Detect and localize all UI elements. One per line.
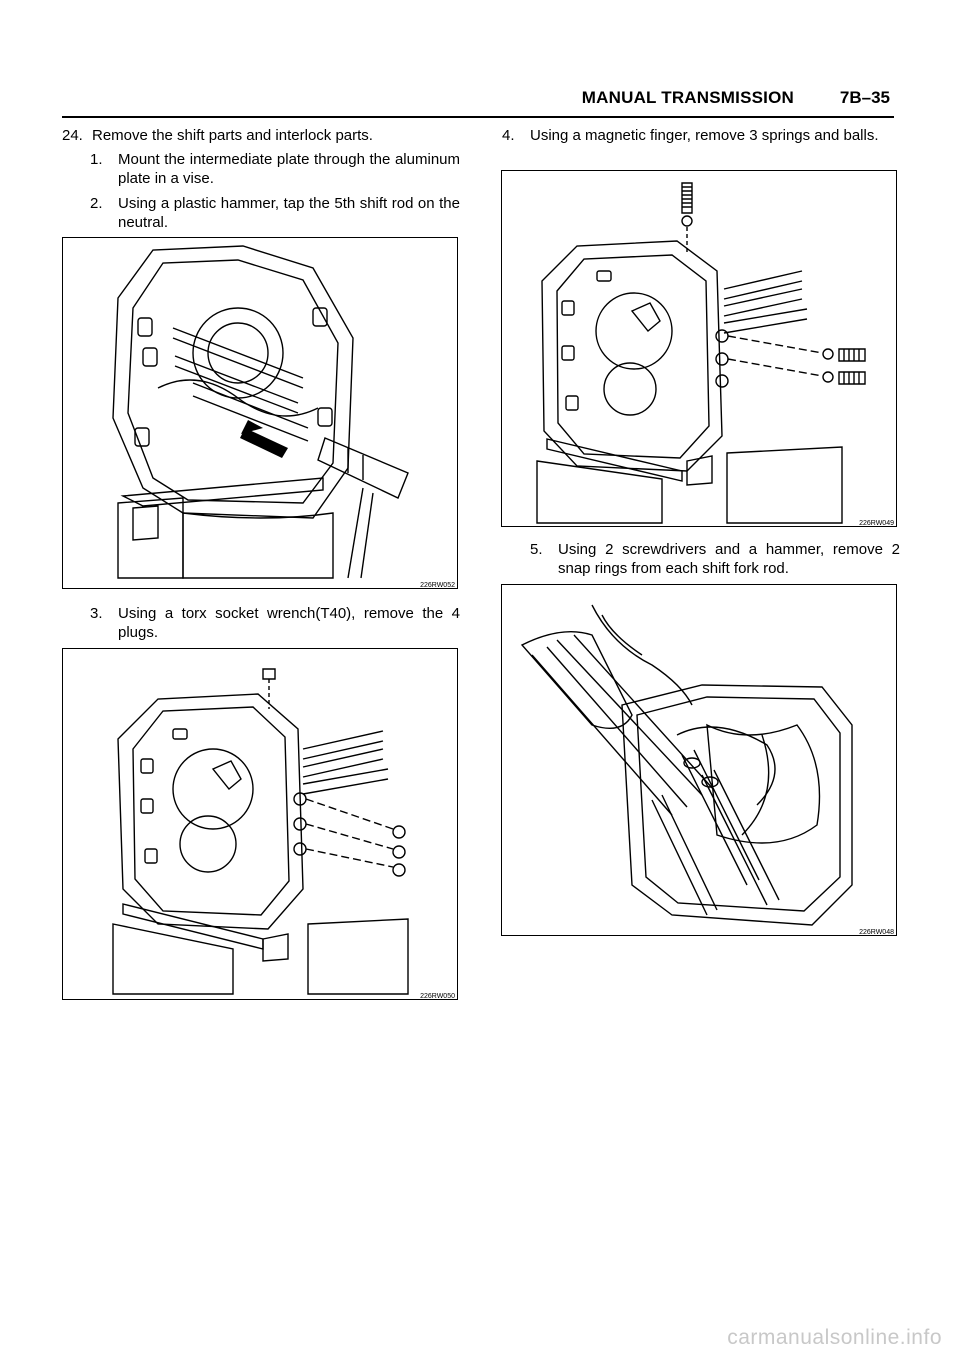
step-3: 3. Using a torx socket wrench(T40), remo… [90, 604, 460, 642]
step-text: Using a plastic hammer, tap the 5th shif… [118, 195, 460, 231]
figure-tap-shift-rod: 226RW052 [62, 237, 458, 589]
figure-remove-springs-balls: 226RW049 [501, 170, 897, 527]
figure-code: 226RW050 [420, 993, 455, 1000]
step-number: 4. [502, 127, 515, 144]
illustration-tap-shift-rod [112, 245, 409, 579]
section-title: MANUAL TRANSMISSION [581, 88, 794, 107]
step-number: 24. [62, 127, 83, 144]
page-header: MANUAL TRANSMISSION 7B–35 [560, 88, 890, 112]
step-text: Using a magnetic finger, remove 3 spring… [530, 127, 879, 144]
step-4: 4. Using a magnetic finger, remove 3 spr… [502, 126, 900, 145]
step-number: 3. [90, 605, 103, 622]
figure-code: 226RW048 [859, 929, 894, 936]
figure-code: 226RW052 [420, 582, 455, 589]
step-text: Using 2 screwdrivers and a hammer, remov… [558, 541, 900, 577]
step-2: 2. Using a plastic hammer, tap the 5th s… [90, 194, 460, 232]
figure-remove-snap-rings: 226RW048 [501, 584, 897, 936]
figure-remove-plugs: 226RW050 [62, 648, 458, 1000]
step-text: Mount the intermediate plate through the… [118, 151, 460, 187]
step-1: 1. Mount the intermediate plate through … [90, 150, 460, 188]
step-24: 24. Remove the shift parts and interlock… [62, 126, 460, 145]
step-number: 5. [530, 541, 543, 558]
illustration-remove-springs-balls [536, 182, 866, 524]
watermark: carmanualsonline.info [727, 1326, 942, 1349]
header-rule [62, 116, 894, 118]
step-text: Remove the shift parts and interlock par… [92, 127, 373, 144]
illustration-remove-plugs [112, 668, 409, 995]
step-number: 1. [90, 151, 103, 168]
step-number: 2. [90, 195, 103, 212]
figure-code: 226RW049 [859, 520, 894, 527]
step-5: 5. Using 2 screwdrivers and a hammer, re… [530, 540, 900, 578]
page-number: 7B–35 [839, 88, 890, 107]
illustration-remove-snap-rings [520, 604, 853, 926]
step-text: Using a torx socket wrench(T40), remove … [118, 605, 460, 641]
